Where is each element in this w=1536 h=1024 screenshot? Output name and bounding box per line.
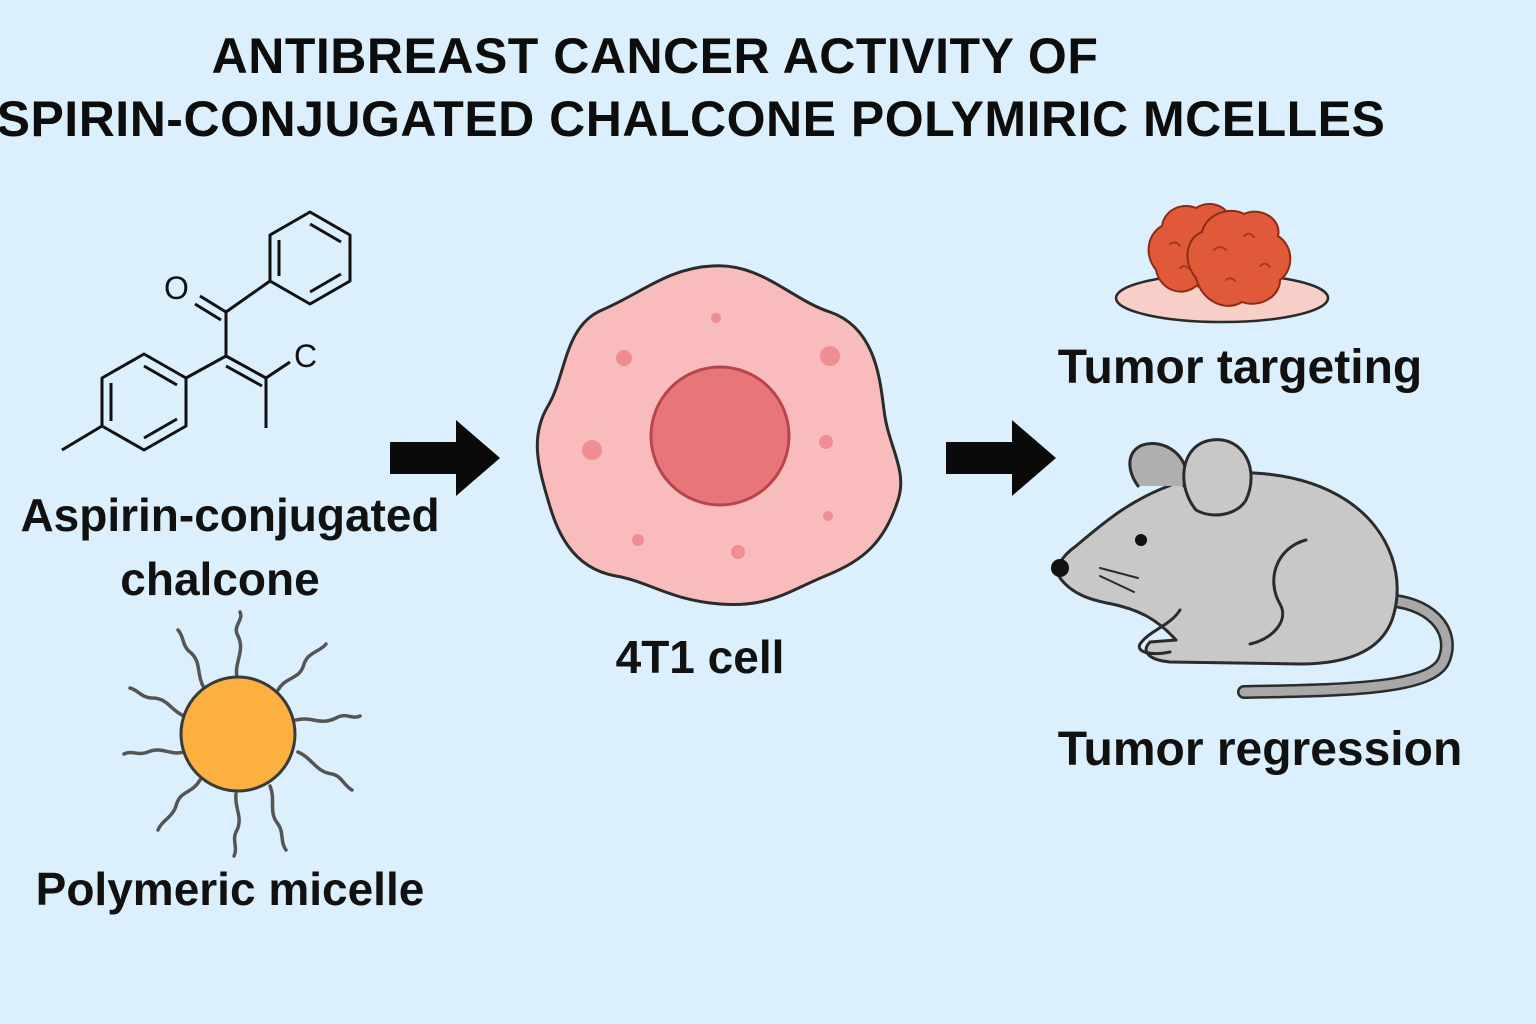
bond bbox=[185, 354, 227, 380]
micelle-chain bbox=[128, 686, 186, 718]
tumor-dish bbox=[1114, 203, 1330, 324]
texture-mark bbox=[1259, 262, 1271, 268]
texture-mark bbox=[1243, 232, 1255, 238]
mouse-whisker bbox=[1099, 567, 1139, 579]
cancer-cell bbox=[535, 264, 903, 607]
atom-label-oxygen: O bbox=[164, 270, 189, 306]
micelle-chain bbox=[156, 778, 202, 832]
bond bbox=[225, 279, 271, 314]
label-chalcone-line-1: Aspirin-conjugated bbox=[20, 489, 440, 541]
bond bbox=[143, 364, 178, 387]
micelle-chain bbox=[296, 750, 354, 792]
phenyl-ring-bottom bbox=[100, 352, 188, 452]
granule bbox=[632, 534, 644, 546]
atom-label-carbon: C bbox=[294, 338, 318, 374]
label-chalcone-line-2: chalcone bbox=[120, 553, 320, 605]
alkene-bond bbox=[225, 364, 263, 388]
tumor-texture bbox=[1169, 232, 1271, 282]
carbonyl-bond bbox=[199, 294, 227, 314]
micelle-chain bbox=[268, 784, 288, 852]
mouse-paw bbox=[1137, 608, 1182, 656]
arrow-right-icon bbox=[390, 420, 500, 496]
texture-mark bbox=[1169, 241, 1181, 247]
granule bbox=[731, 545, 745, 559]
mouse-eye bbox=[1135, 534, 1147, 546]
mouse-ear bbox=[1128, 442, 1188, 488]
label-tumor-targeting: Tumor targeting bbox=[1057, 341, 1423, 394]
micelle-chain bbox=[276, 642, 328, 692]
micelle-chains bbox=[122, 610, 362, 858]
granule bbox=[823, 511, 833, 521]
mouse-haunch bbox=[1248, 538, 1308, 646]
mouse-tail-fill bbox=[1239, 595, 1452, 697]
arrow-right-icon bbox=[946, 420, 1056, 496]
methyl-bond bbox=[61, 424, 103, 452]
micelle-chain bbox=[176, 628, 206, 690]
carbonyl-bond bbox=[194, 302, 222, 322]
tumor-mass bbox=[1186, 209, 1292, 307]
label-polymeric-micelle: Polymeric micelle bbox=[35, 863, 425, 915]
micelle-chain bbox=[234, 610, 243, 682]
bond bbox=[265, 360, 291, 380]
bond bbox=[309, 222, 342, 244]
bond bbox=[309, 272, 342, 294]
cell-nucleus bbox=[649, 365, 791, 507]
texture-mark bbox=[1225, 277, 1236, 282]
granule bbox=[711, 313, 721, 323]
mouse-illustration bbox=[1051, 438, 1454, 699]
title-line-1: ANTIBREAST CANCER ACTIVITY OF bbox=[211, 28, 1099, 84]
micelle-chain bbox=[122, 748, 186, 756]
mouse-whisker bbox=[1099, 575, 1135, 593]
alkene-bond bbox=[225, 354, 267, 380]
texture-mark bbox=[1213, 246, 1227, 251]
bond bbox=[143, 417, 178, 440]
label-tumor-regression: Tumor regression bbox=[1057, 723, 1463, 776]
granule bbox=[819, 435, 833, 449]
title-line-2: ASPIRIN-CONJUGATED CHALCONE POLYMIRIC MC… bbox=[0, 91, 1386, 147]
mouse-nose bbox=[1051, 559, 1069, 577]
micelle-chain bbox=[294, 713, 362, 723]
micelle-chain bbox=[232, 792, 241, 858]
polymeric-micelle bbox=[122, 610, 362, 858]
texture-mark bbox=[1179, 265, 1190, 270]
phenyl-ring-top bbox=[268, 210, 352, 306]
granule bbox=[582, 440, 602, 460]
granule bbox=[616, 350, 632, 366]
mouse-ear bbox=[1182, 438, 1253, 517]
micelle-core bbox=[179, 675, 297, 793]
cell-granules bbox=[582, 313, 840, 559]
granule bbox=[820, 346, 840, 366]
chalcone-structure bbox=[61, 210, 352, 452]
label-4t1-cell: 4T1 cell bbox=[615, 631, 785, 683]
